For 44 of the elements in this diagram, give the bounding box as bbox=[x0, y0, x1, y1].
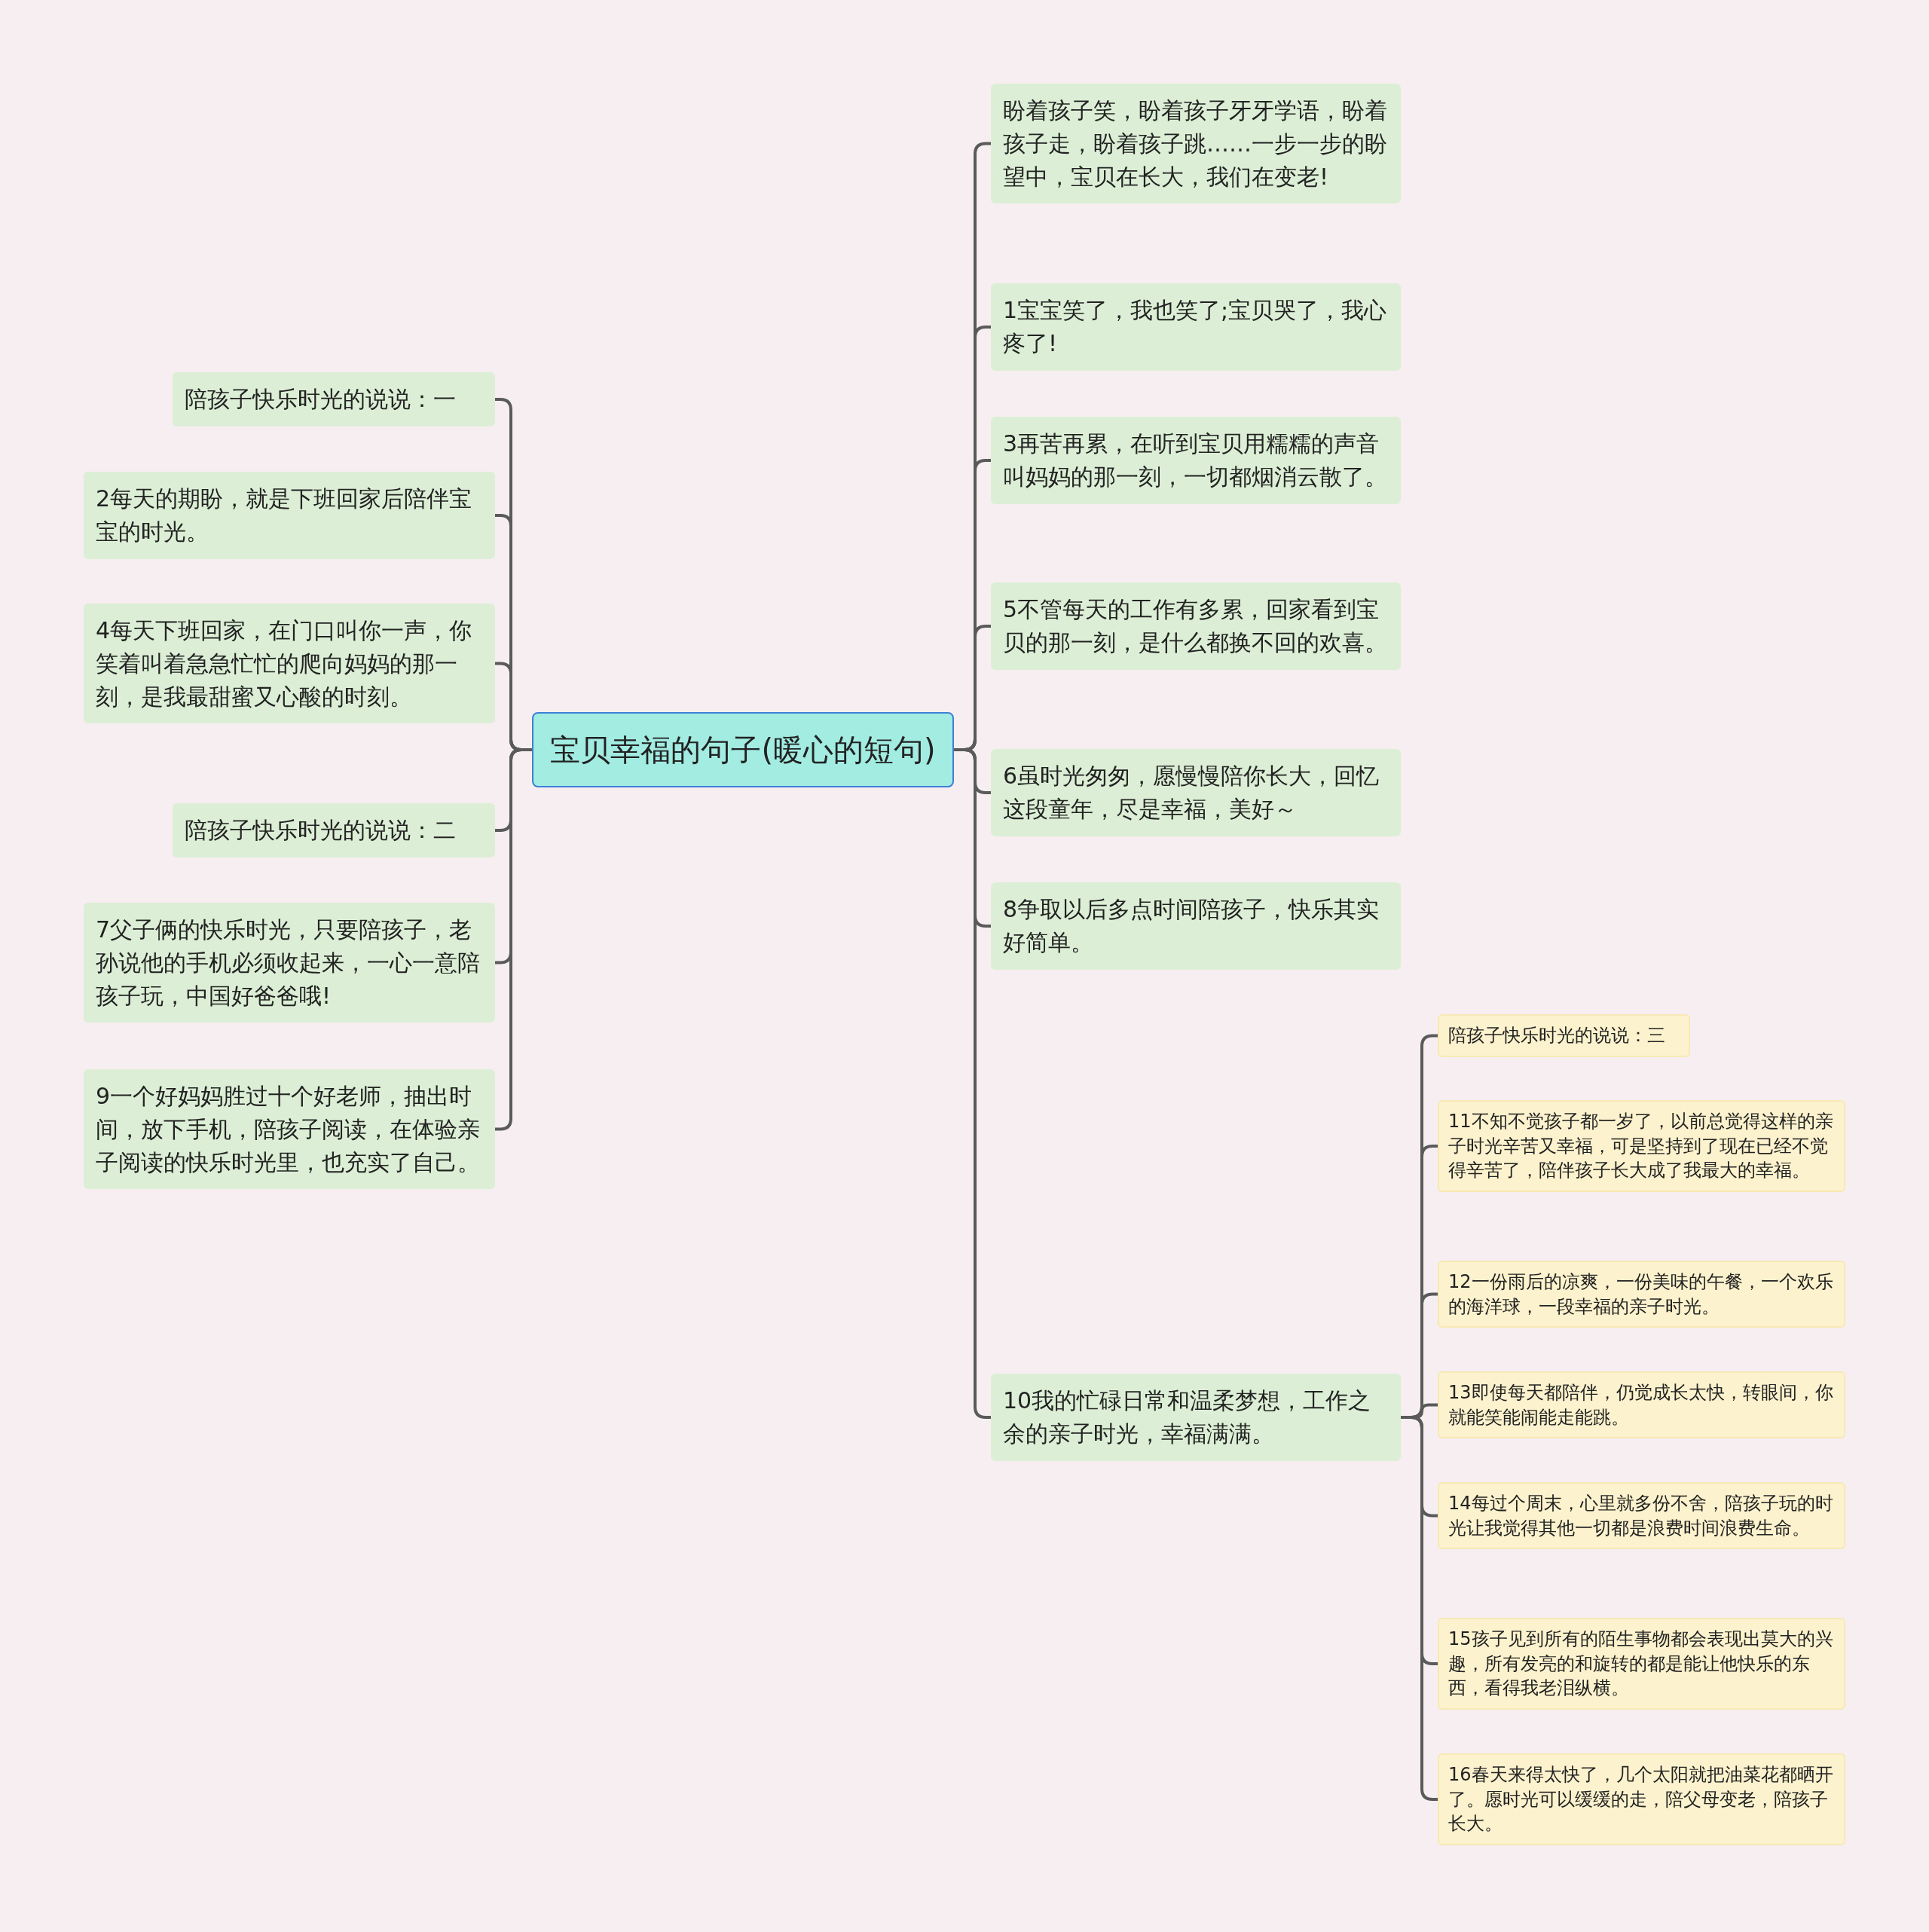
topic-text: 13即使每天都陪伴，仍觉成长太快，转眼间，你就能笑能闹能走能跳。 bbox=[1448, 1381, 1834, 1429]
topic-box bbox=[991, 84, 1401, 204]
topic-box bbox=[1438, 1100, 1845, 1192]
central-topic-box bbox=[532, 712, 954, 787]
topic-text: 7父子俩的快乐时光，只要陪孩子，老孙说他的手机必须收起来，一心一意陪孩子玩，中国好爸爸哦! bbox=[96, 916, 481, 1010]
connector-line bbox=[1401, 1416, 1438, 1801]
topic-box bbox=[1438, 1482, 1845, 1550]
topic-box bbox=[991, 749, 1401, 836]
topic-box bbox=[991, 882, 1401, 970]
topic-text: 10我的忙碌日常和温柔梦想，工作之余的亲子时光，幸福满满。 bbox=[1003, 1386, 1372, 1448]
topic-box bbox=[1438, 1618, 1845, 1710]
topic-text: 15孩子见到所有的陌生事物都会表现出莫大的兴趣，所有发亮的和旋转的都是能让他快乐的东西，看得我老泪纵横。 bbox=[1448, 1628, 1834, 1701]
topic-box bbox=[84, 1069, 495, 1190]
topic-box bbox=[991, 283, 1401, 371]
connector-line bbox=[495, 748, 532, 1131]
topic-box bbox=[84, 903, 495, 1023]
topic-box bbox=[991, 582, 1401, 670]
topic-box bbox=[1438, 1371, 1845, 1439]
topic-box bbox=[84, 604, 495, 724]
topic-text: 8争取以后多点时间陪孩子，快乐其实好简单。 bbox=[1003, 895, 1380, 957]
topic-text: 陪孩子快乐时光的说说：一 bbox=[185, 385, 457, 414]
topic-text: 12一份雨后的凉爽，一份美味的午餐，一个欢乐的海洋球，一段幸福的亲子时光。 bbox=[1448, 1270, 1834, 1319]
topic-text: 1宝宝笑了，我也笑了;宝贝哭了，我心疼了! bbox=[1003, 296, 1388, 358]
topic-text: 陪孩子快乐时光的说说：三 bbox=[1448, 1024, 1666, 1047]
topic-box bbox=[991, 1374, 1401, 1461]
topic-text: 宝贝幸福的句子(暖心的短句) bbox=[550, 732, 936, 769]
topic-text: 14每过个周末，心里就多份不舍，陪孩子玩的时光让我觉得其他一切都是浪费时间浪费生命。 bbox=[1448, 1492, 1834, 1540]
topic-box bbox=[173, 803, 495, 857]
topic-box bbox=[1438, 1753, 1845, 1845]
topic-text: 6虽时光匆匆，愿慢慢陪你长大，回忆这段童年，尽是幸福，美好～ bbox=[1003, 762, 1380, 824]
topic-text: 2每天的期盼，就是下班回家后陪伴宝宝的时光。 bbox=[96, 485, 473, 546]
topic-text: 陪孩子快乐时光的说说：二 bbox=[185, 816, 457, 845]
topic-text: 3再苦再累，在听到宝贝用糯糯的声音叫妈妈的那一刻，一切都烟消云散了。 bbox=[1003, 430, 1388, 491]
topic-box bbox=[991, 417, 1401, 504]
topic-text: 5不管每天的工作有多累，回家看到宝贝的那一刻，是什么都换不回的欢喜。 bbox=[1003, 595, 1388, 657]
topic-box bbox=[1438, 1261, 1845, 1328]
topic-box bbox=[84, 472, 495, 559]
topic-text: 11不知不觉孩子都一岁了，以前总觉得这样的亲子时光辛苦又幸福，可是坚持到了现在已经不觉得辛苦了，陪伴孩子长大成了我最大的幸福。 bbox=[1448, 1110, 1834, 1183]
topic-text: 16春天来得太快了，几个太阳就把油菜花都晒开了。愿时光可以缓缓的走，陪父母变老，陪孩子长大。 bbox=[1448, 1763, 1834, 1836]
topic-box bbox=[173, 372, 495, 426]
topic-box bbox=[1438, 1014, 1690, 1057]
topic-text: 9一个好妈妈胜过十个好老师，抽出时间，放下手机，陪孩子阅读，在体验亲子阅读的快乐时光里，也充实了自己。 bbox=[96, 1082, 481, 1177]
topic-text: 盼着孩子笑，盼着孩子牙牙学语，盼着孩子走，盼着孩子跳……一步一步的盼望中，宝贝在长大，我们在变老! bbox=[1003, 96, 1388, 191]
topic-text: 4每天下班回家，在门口叫你一声，你笑着叫着急急忙忙的爬向妈妈的那一刻，是我最甜蜜又心酸的时刻。 bbox=[96, 616, 473, 711]
